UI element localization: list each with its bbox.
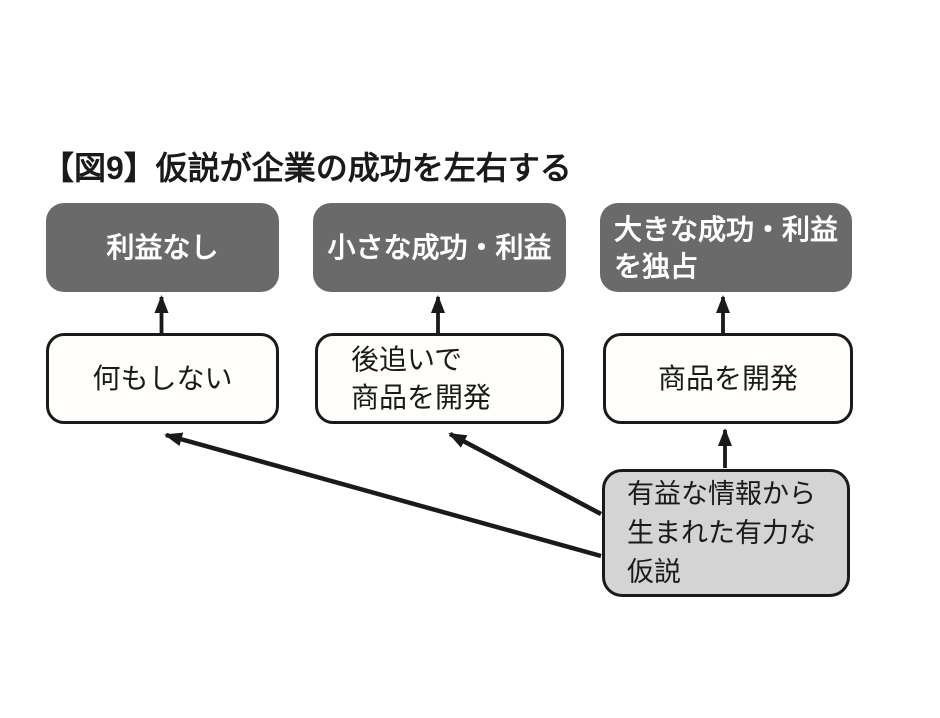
- outcome-box-no-profit-label: 利益なし: [106, 232, 219, 263]
- action-box-follow-develop-label: 後追いで 商品を開発: [351, 343, 492, 413]
- outcome-box-small-success: 小さな成功・利益: [313, 203, 566, 292]
- arrow-hypothesis-to-follow-develop: [448, 432, 603, 516]
- hypothesis-box-label: 有益な情報から 生まれた有力な 仮説: [627, 478, 816, 587]
- action-box-do-nothing-label: 何もしない: [92, 362, 233, 394]
- action-box-develop-label: 商品を開発: [657, 362, 798, 394]
- action-box-follow-develop: 後追いで 商品を開発: [315, 333, 564, 424]
- outcome-box-big-success: 大きな成功・利益 を独占: [600, 203, 852, 292]
- hypothesis-box: 有益な情報から 生まれた有力な 仮説: [602, 469, 850, 597]
- arrow-hypothesis-to-do-nothing: [164, 432, 602, 559]
- outcome-box-no-profit: 利益なし: [46, 203, 279, 292]
- action-box-develop: 商品を開発: [603, 333, 853, 424]
- action-box-do-nothing: 何もしない: [46, 333, 279, 424]
- outcome-box-small-success-label: 小さな成功・利益: [327, 232, 552, 263]
- figure-title: 【図9】仮説が企業の成功を左右する: [42, 150, 572, 186]
- outcome-box-big-success-label: 大きな成功・利益 を独占: [614, 213, 839, 282]
